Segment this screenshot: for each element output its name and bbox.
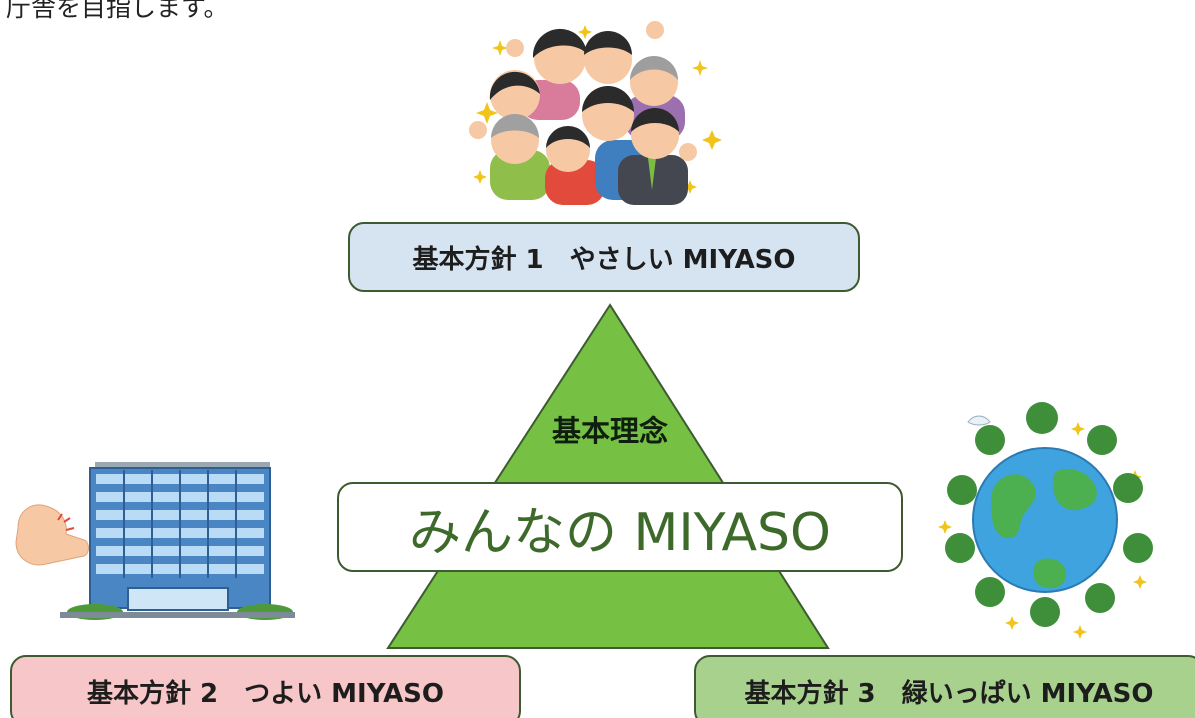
concept-triangle	[386, 303, 830, 649]
policy-1-label: 基本方針 1 やさしい MIYASO	[412, 244, 796, 275]
policy-3-box: 基本方針 3 緑いっぱい MIYASO	[694, 655, 1195, 718]
policy-1-box: 基本方針 1 やさしい MIYASO	[348, 222, 860, 292]
office-building-illustration	[60, 462, 295, 620]
intro-text: 庁舎を目指します。	[6, 0, 229, 22]
flexed-arm-icon	[15, 504, 89, 566]
policy-2-label: 基本方針 2 つよい MIYASO	[86, 678, 445, 709]
policy-3-label: 基本方針 3 緑いっぱい MIYASO	[744, 678, 1154, 709]
central-concept-box: みんなの MIYASO	[337, 482, 903, 572]
policy-2-box: 基本方針 2 つよい MIYASO	[10, 655, 521, 718]
people-group-illustration	[469, 21, 722, 205]
basic-philosophy-label: 基本理念	[551, 414, 668, 448]
earth-with-trees-illustration	[938, 402, 1153, 639]
central-concept-title: みんなの MIYASO	[409, 502, 831, 563]
